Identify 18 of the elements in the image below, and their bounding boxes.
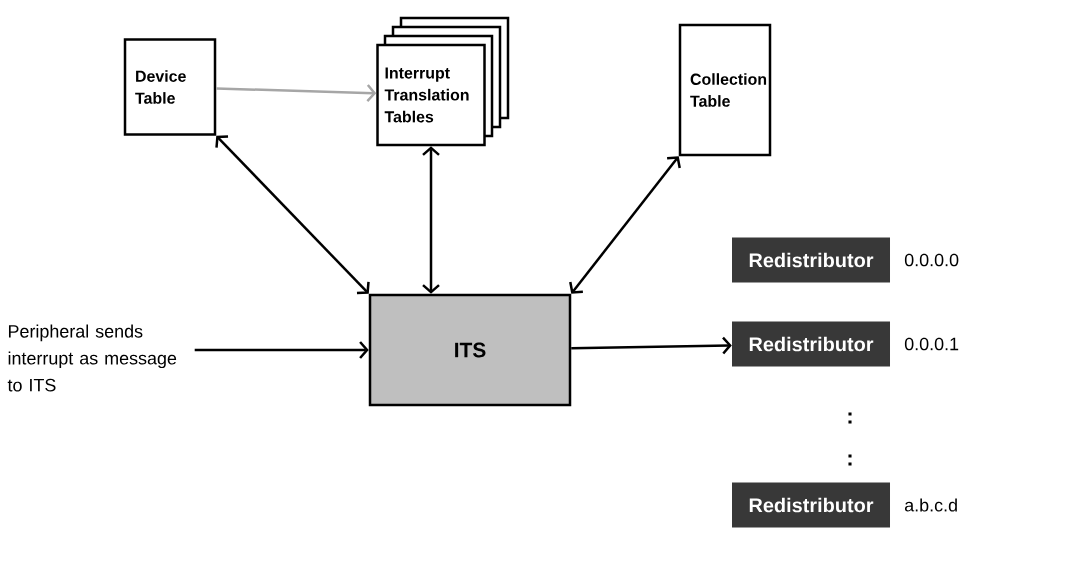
- arrow: [571, 336, 732, 355]
- arrow: [215, 135, 370, 295]
- input-note: Peripheral sends interrupt as message to ITS: [7, 324, 177, 392]
- table-box: Device Table: [123, 38, 217, 136]
- stacked-table-box: Interrupt Translation Tables: [376, 16, 510, 147]
- arrow: [194, 341, 369, 359]
- arrow: [216, 84, 377, 102]
- address-label: a.b.c.d: [904, 498, 957, 512]
- ellipsis-mark: :: [848, 412, 852, 424]
- redistributor-box: Redistributor: [732, 237, 890, 283]
- address-label: 0.0.0.1: [904, 337, 959, 351]
- arrow: [569, 156, 681, 294]
- address-label: 0.0.0.0: [904, 253, 959, 267]
- arrow: [422, 146, 440, 294]
- process-box: ITS: [368, 293, 572, 407]
- redistributor-box: Redistributor: [732, 482, 890, 528]
- redistributor-box: Redistributor: [732, 321, 890, 367]
- table-box: Collection Table: [678, 23, 772, 157]
